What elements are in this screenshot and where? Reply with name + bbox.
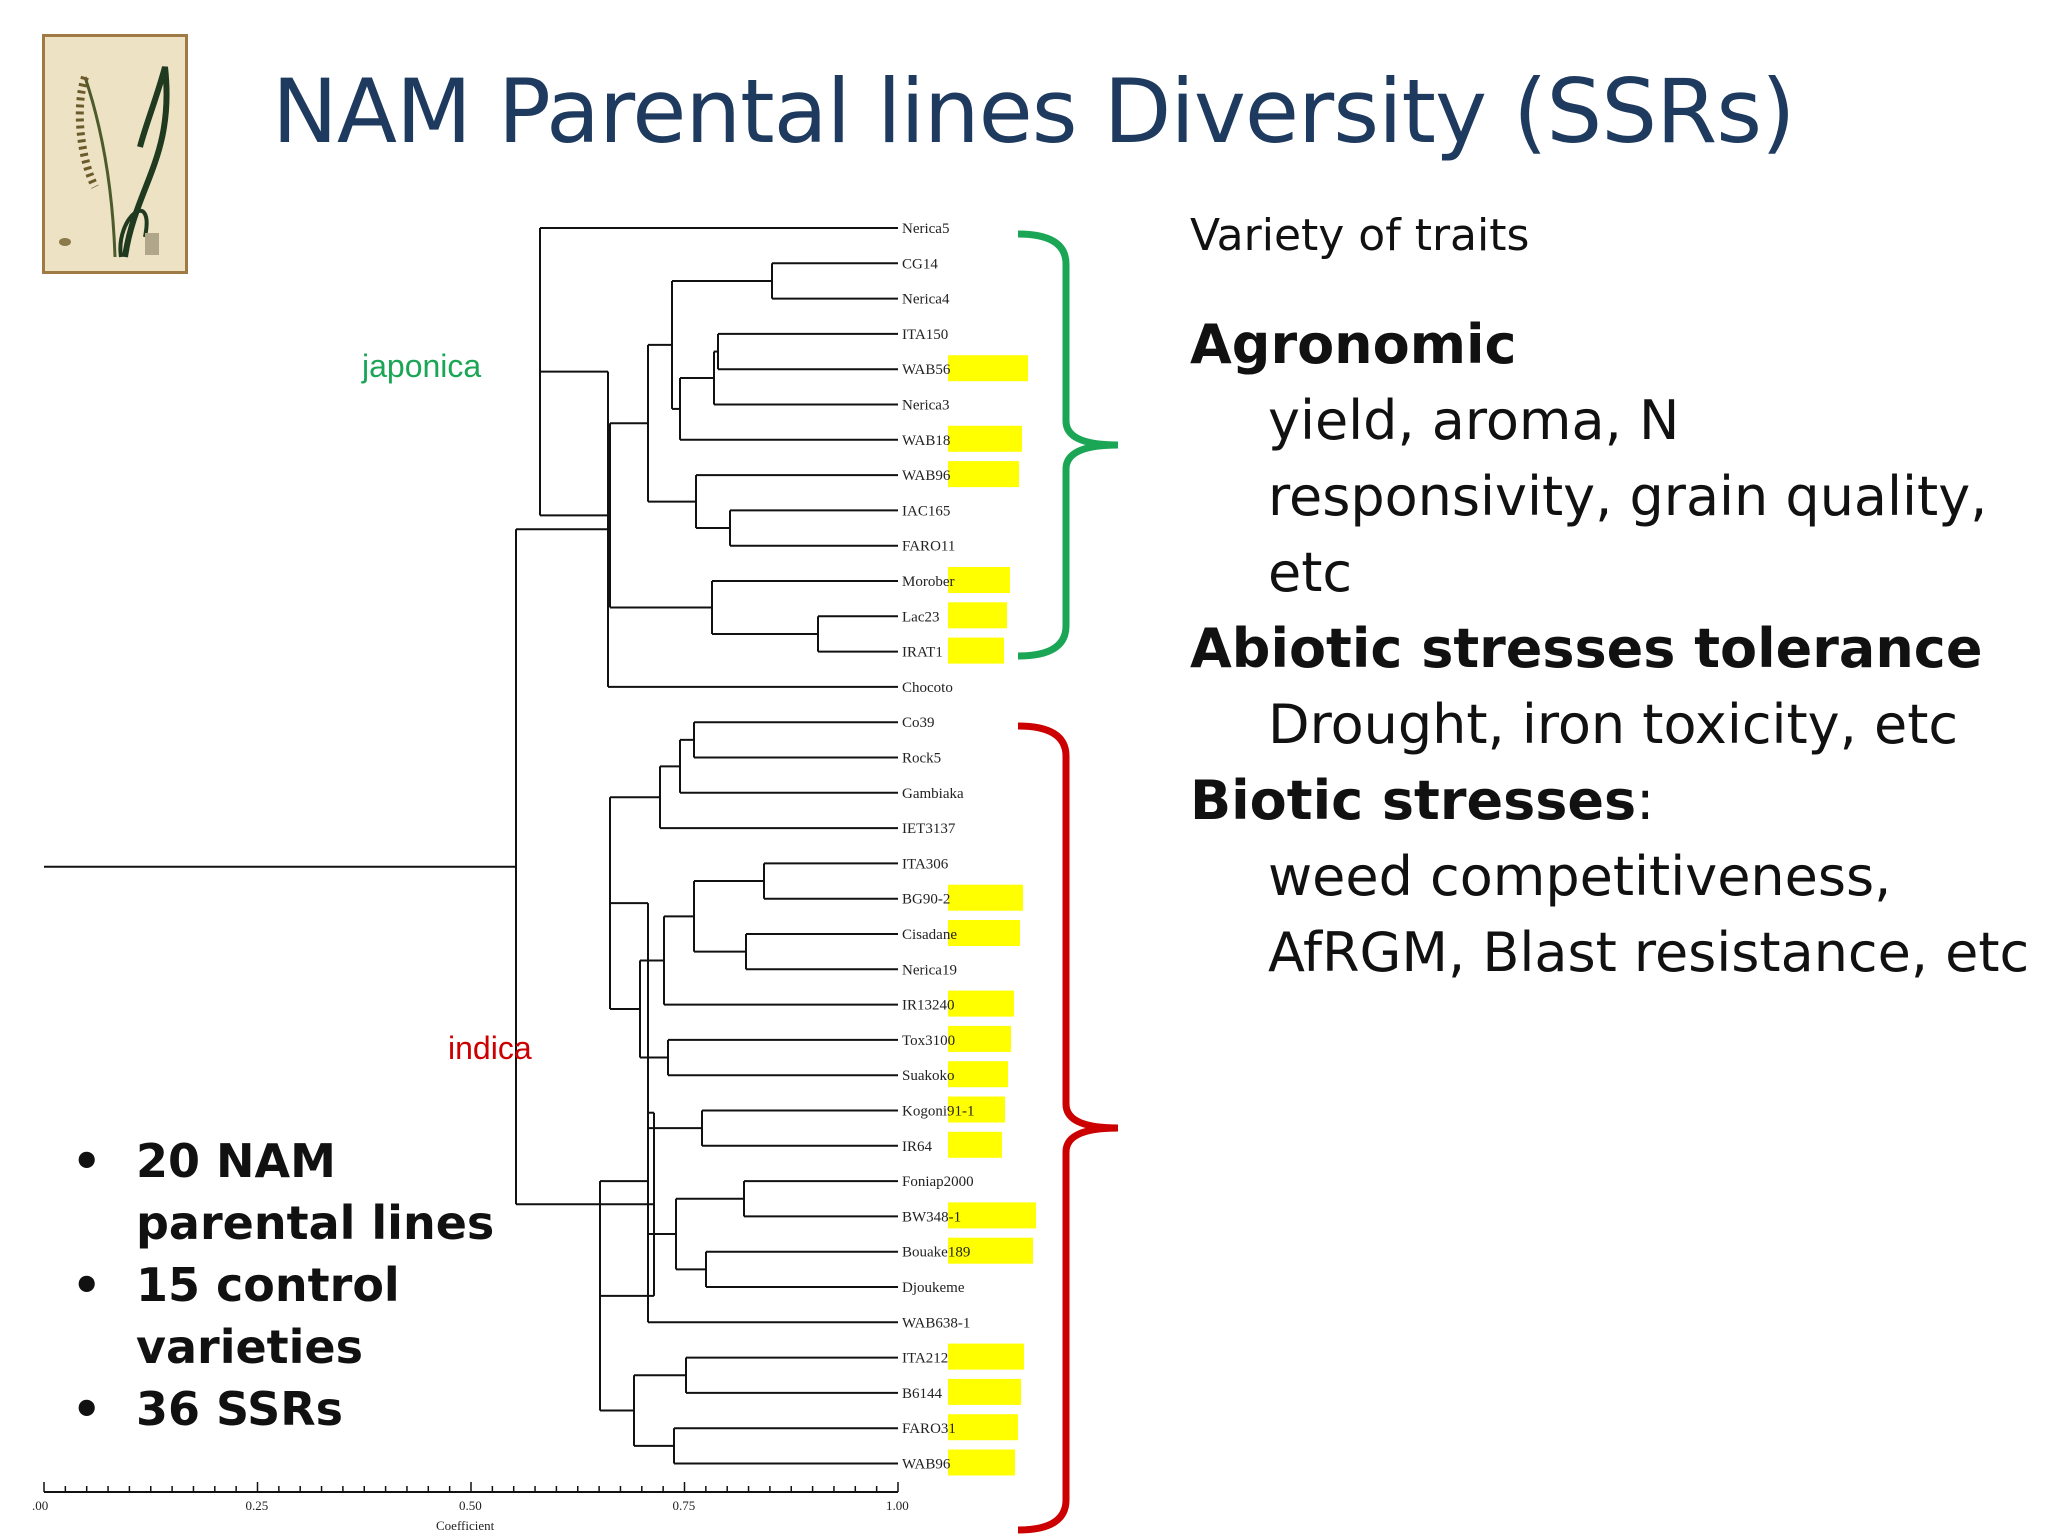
- highlight-marker: [948, 990, 1014, 1017]
- leaf-label: Nerica19: [902, 962, 957, 978]
- highlight-marker: [948, 1378, 1021, 1405]
- leaf-label: ITA212: [902, 1351, 948, 1367]
- axis-tick-label: 0.75: [673, 1498, 696, 1513]
- leaf-label: CG14: [902, 256, 938, 272]
- leaf-label: IRAT1: [902, 645, 943, 661]
- bullet-item: 15 control varieties: [64, 1254, 556, 1378]
- agronomic-heading: Agronomic: [1190, 313, 1517, 376]
- leaf-label: IAC165: [902, 503, 950, 519]
- biotic-heading: Biotic stresses: [1190, 769, 1637, 832]
- biotic-heading-colon: :: [1636, 769, 1655, 832]
- leaf-label: FARO31: [902, 1421, 956, 1437]
- leaf-label: WAB96: [902, 468, 951, 484]
- axis-tick-label: 0.50: [459, 1498, 482, 1513]
- leaf-label: WAB96: [902, 1457, 951, 1473]
- highlight-marker: [948, 920, 1020, 946]
- summary-bullets: 20 NAM parental lines 15 control varieti…: [64, 1130, 556, 1440]
- highlight-marker: [948, 1131, 1002, 1158]
- axis-tick-label: 1.00: [886, 1498, 909, 1513]
- leaf-label: WAB56: [902, 362, 951, 378]
- agronomic-detail-3: etc: [1268, 541, 1353, 604]
- axis-title: Coefficient: [436, 1518, 495, 1533]
- leaf-label: Gambiaka: [902, 786, 964, 802]
- biotic-section: Biotic stresses: weed competitiveness, A…: [1190, 763, 2030, 991]
- abiotic-detail-1: Drought, iron toxicity, etc: [1268, 693, 1959, 756]
- traits-intro: Variety of traits: [1190, 210, 1530, 261]
- leaf-label: B6144: [902, 1386, 943, 1402]
- leaf-label: Lac23: [902, 609, 939, 625]
- highlight-marker: [948, 1449, 1015, 1476]
- leaf-label: Morober: [902, 574, 955, 590]
- highlight-marker: [948, 1414, 1018, 1441]
- highlight-marker: [948, 355, 1028, 382]
- japonica-bracket: [1017, 230, 1119, 660]
- highlight-marker: [948, 1025, 1011, 1052]
- leaf-label: Cisadane: [902, 927, 957, 943]
- biotic-detail-2: AfRGM, Blast resistance, etc: [1268, 921, 2030, 984]
- leaf-label: BG90-2: [902, 892, 950, 908]
- axis-tick-label: 0.25: [246, 1498, 269, 1513]
- bullet-item: 36 SSRs: [64, 1378, 556, 1440]
- highlight-marker: [948, 567, 1010, 593]
- highlight-marker: [948, 637, 1004, 664]
- leaf-label: Nerica4: [902, 292, 950, 308]
- leaf-label: ITA306: [902, 856, 949, 872]
- rice-plant-illustration-icon: [42, 34, 188, 274]
- agronomic-section: Agronomic yield, aroma, N responsivity, …: [1190, 307, 2030, 611]
- leaf-label: IR13240: [902, 998, 955, 1014]
- abiotic-heading: Abiotic stresses tolerance: [1190, 617, 1983, 680]
- leaf-label: Foniap2000: [902, 1174, 974, 1190]
- indica-bracket: [1017, 722, 1119, 1534]
- slide-title: NAM Parental lines Diversity (SSRs): [272, 60, 1795, 163]
- leaf-label: Rock5: [902, 751, 941, 767]
- leaf-label: IET3137: [902, 821, 956, 837]
- highlight-marker: [948, 884, 1023, 911]
- biotic-detail-1: weed competitiveness,: [1268, 845, 1892, 908]
- axis-tick-label: .00: [32, 1498, 48, 1513]
- leaf-label: Djoukeme: [902, 1280, 965, 1296]
- highlight-marker: [948, 425, 1022, 452]
- agronomic-detail-1: yield, aroma, N: [1268, 389, 1680, 452]
- leaf-label: WAB638-1: [902, 1315, 970, 1331]
- highlight-marker: [948, 1237, 1033, 1264]
- leaf-label: Tox3100: [902, 1033, 955, 1049]
- leaf-label: Suakoko: [902, 1068, 955, 1084]
- japonica-label: japonica: [362, 348, 482, 384]
- leaf-label: IR64: [902, 1139, 933, 1155]
- leaf-label: ITA150: [902, 327, 948, 343]
- highlight-marker: [948, 1202, 1036, 1229]
- leaf-label: Co39: [902, 715, 935, 731]
- leaf-label: Nerica3: [902, 398, 949, 414]
- biotic-heading-row: Biotic stresses:: [1190, 763, 2030, 839]
- leaf-label: Nerica5: [902, 221, 949, 237]
- abiotic-section: Abiotic stresses tolerance Drought, iron…: [1190, 611, 2030, 763]
- leaf-label: Chocoto: [902, 680, 953, 696]
- highlight-marker: [948, 1061, 1008, 1088]
- leaf-label: BW348-1: [902, 1209, 961, 1225]
- agronomic-detail-2: responsivity, grain quality,: [1268, 465, 1988, 528]
- indica-label: indica: [448, 1030, 532, 1066]
- highlight-marker: [948, 602, 1007, 629]
- dendrogram: Nerica5CG14Nerica4ITA150WAB56Nerica3WAB1…: [32, 221, 1119, 1534]
- highlight-marker: [948, 1096, 1005, 1123]
- leaf-label: FARO11: [902, 539, 955, 555]
- highlight-marker: [948, 461, 1019, 488]
- traits-panel: Variety of traits Agronomic yield, aroma…: [1190, 210, 2030, 991]
- bullet-item: 20 NAM parental lines: [64, 1130, 556, 1254]
- highlight-marker: [948, 1343, 1024, 1370]
- leaf-label: Kogoni91-1: [902, 1104, 975, 1120]
- leaf-label: Bouake189: [902, 1245, 970, 1261]
- leaf-label: WAB18: [902, 433, 950, 449]
